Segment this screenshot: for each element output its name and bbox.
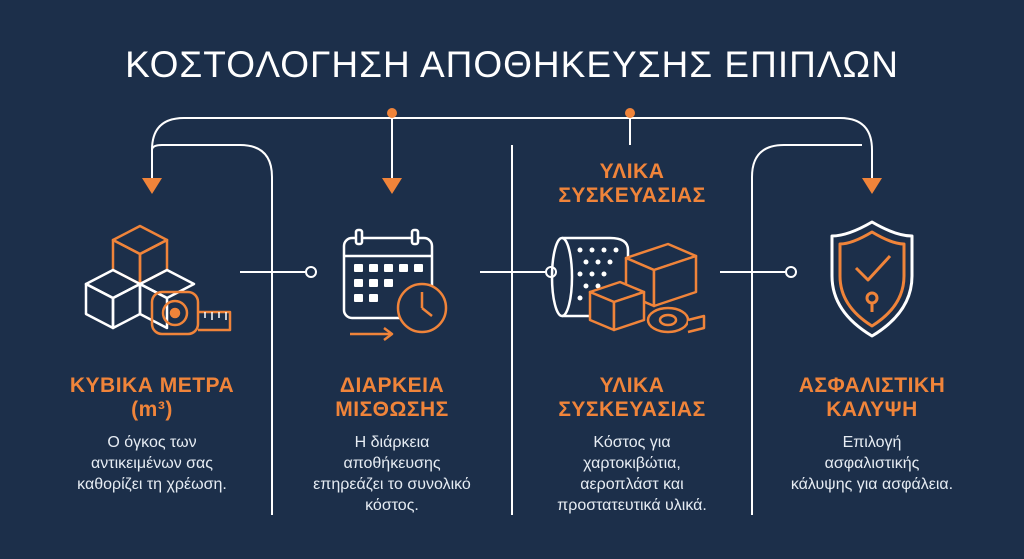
arrow-down-icon [382, 178, 402, 194]
description-line: αεροπλάστ και [580, 476, 684, 493]
column-rental-duration: ΔΙΑΡΚΕΙΑ ΜΙΣΘΩΣΗΣ Η διάρκεια αποθήκευσης… [272, 374, 512, 516]
description-line: Κόστος για [593, 434, 671, 451]
column-cubic-meters: ΚΥΒΙΚΑ ΜΕΤΡΑ (m³) Ο όγκος των αντικειμέν… [32, 374, 272, 495]
description-line: Επιλογή [842, 434, 902, 451]
description-line: χαρτοκιβώτια, [583, 455, 681, 472]
description-line: κάλυψης για ασφάλεια. [790, 476, 954, 493]
arrow-down-icon [142, 178, 162, 194]
description-line: κόστος. [365, 497, 419, 514]
junction-dot [387, 108, 397, 118]
packing-materials-icon [550, 236, 706, 334]
column-heading: ΔΙΑΡΚΕΙΑ ΜΙΣΘΩΣΗΣ [272, 374, 512, 422]
heading-line: ΜΙΣΘΩΣΗΣ [335, 398, 449, 421]
column-heading: ΑΣΦΑΛΙΣΤΙΚΗ ΚΑΛΥΨΗ [752, 374, 992, 422]
heading-line: ΚΑΛΥΨΗ [826, 398, 918, 421]
top-label-line-2: ΣΥΣΚΕΥΑΣΙΑΣ [558, 184, 706, 207]
description-line: αντικειμένων σας [91, 455, 213, 472]
calendar-clock-icon [342, 228, 448, 341]
column-description: Κόστος για χαρτοκιβώτια, αεροπλάστ και π… [512, 432, 752, 516]
column-description: Η διάρκεια αποθήκευσης επηρεάζει το συνο… [272, 432, 512, 516]
description-line: Ο όγκος των [107, 434, 197, 451]
arrow-heads [142, 178, 882, 194]
description-line: Η διάρκεια [354, 434, 430, 451]
description-line: καθορίζει τη χρέωση. [77, 476, 227, 493]
heading-line: ΔΙΑΡΚΕΙΑ [339, 374, 445, 397]
description-line: αποθήκευσης [343, 455, 441, 472]
heading-line: ΣΥΣΚΕΥΑΣΙΑΣ [558, 398, 706, 421]
column-heading: ΥΛΙΚΑ ΣΥΣΚΕΥΑΣΙΑΣ [512, 374, 752, 422]
page-title: ΚΟΣΤΟΛΟΓΗΣΗ ΑΠΟΘΗΚΕΥΣΗΣ ΕΠΙΠΛΩΝ [125, 44, 899, 85]
column-insurance-coverage: ΑΣΦΑΛΙΣΤΙΚΗ ΚΑΛΥΨΗ Επιλογή ασφαλιστικής … [752, 374, 992, 495]
heading-line: ΥΛΙΚΑ [599, 374, 665, 397]
column-heading: ΚΥΒΙΚΑ ΜΕΤΡΑ (m³) [32, 374, 272, 422]
heading-line: ΚΥΒΙΚΑ ΜΕΤΡΑ [69, 374, 235, 397]
heading-line: (m³) [131, 398, 173, 421]
heading-line: ΑΣΦΑΛΙΣΤΙΚΗ [798, 374, 946, 397]
junction-dot [625, 108, 635, 118]
top-packing-label: ΥΛΙΚΑ ΣΥΣΚΕΥΑΣΙΑΣ [512, 160, 752, 208]
shield-check-lock-icon [830, 220, 914, 338]
description-line: ασφαλιστικής [824, 455, 920, 472]
column-description: Ο όγκος των αντικειμένων σας καθορίζει τ… [32, 432, 272, 495]
description-line: προστατευτικά υλικά. [557, 497, 707, 514]
cubes-tape-measure-icon [84, 224, 232, 336]
column-description: Επιλογή ασφαλιστικής κάλυψης για ασφάλει… [752, 432, 992, 495]
arrow-down-icon [862, 178, 882, 194]
top-label-line-1: ΥΛΙΚΑ [599, 160, 665, 183]
column-packing-materials: ΥΛΙΚΑ ΣΥΣΚΕΥΑΣΙΑΣ Κόστος για χαρτοκιβώτι… [512, 374, 752, 516]
connector-lines [151, 117, 873, 515]
description-line: επηρεάζει το συνολικό [313, 476, 471, 493]
